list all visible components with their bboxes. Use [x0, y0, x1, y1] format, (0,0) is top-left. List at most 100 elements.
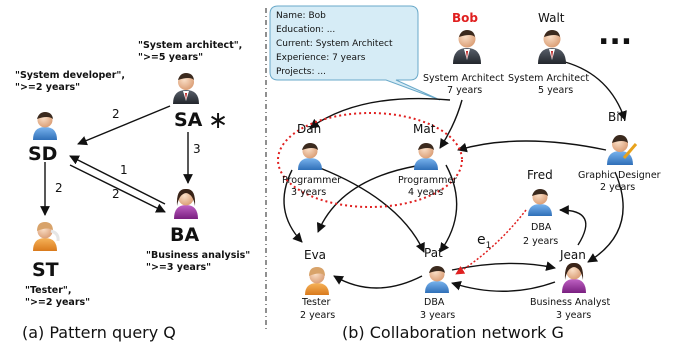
person-suit-icon	[538, 30, 566, 64]
edge-label-e1: e1	[477, 232, 491, 251]
edge-ba-sd	[69, 155, 166, 205]
person-blue-shirt-icon	[33, 112, 57, 140]
edge-bob-dan	[309, 97, 451, 129]
person-orange-shirt-icon	[305, 267, 329, 295]
node-label-ba: BA	[170, 224, 199, 246]
edge-bill-mat	[457, 140, 607, 153]
node-years-jean: 3 years	[556, 310, 591, 321]
node-role-eva: Tester	[301, 297, 331, 308]
profile-bubble: Name: Bob Education: ... Current: System…	[269, 5, 441, 101]
node-jean: Jean Business Analyst 3 years	[530, 248, 610, 321]
edge-label-ba-sd: 1	[120, 163, 128, 177]
node-role-jean: Business Analyst	[530, 297, 610, 308]
edge-sd-ba	[69, 164, 166, 213]
node-fred: Fred DBA 2 years	[523, 168, 558, 247]
node-bill: Bill Graphic Designer 2 years	[578, 110, 661, 193]
person-designer-icon	[607, 135, 638, 165]
edge-label-sa-ba: 3	[193, 142, 201, 156]
node-ba: BA "Business analysis" ">=3 years"	[146, 188, 250, 273]
node-role-mat: Programmer	[398, 175, 457, 186]
node-walt: Walt System Architect 5 years	[508, 11, 589, 96]
node-role-bob: System Architect	[423, 73, 504, 84]
node-sa: "System architect", ">=5 years" SA ∗	[138, 40, 242, 134]
node-pat: Pat DBA 3 years	[420, 246, 455, 321]
person-suit-icon	[453, 30, 481, 64]
node-name-bob: Bob	[452, 11, 478, 25]
edge-dan-pat	[319, 167, 425, 253]
edge-label-sd-st: 2	[55, 181, 63, 195]
edge-mat-eva	[316, 165, 417, 233]
node-label-st: ST	[32, 259, 59, 281]
node-name-mat: Mat	[413, 122, 436, 136]
edge-walt-bill	[564, 61, 627, 121]
edge-jean-fred	[559, 205, 587, 246]
caption-collaboration-network: (b) Collaboration network G	[342, 323, 564, 342]
req-sd-line2: ">=2 years"	[15, 82, 80, 93]
pattern-query-panel: 2 3 2 1 2 "System architect", ">=5 years…	[15, 40, 250, 342]
profile-line1: Name: Bob	[276, 11, 326, 21]
node-years-fred: 2 years	[523, 236, 558, 247]
req-sa-line2: ">=5 years"	[138, 52, 203, 63]
node-role-dan: Programmer	[282, 175, 341, 186]
node-name-eva: Eva	[304, 248, 326, 262]
profile-line2: Education: ...	[276, 25, 335, 35]
node-bob: Bob System Architect 7 years	[423, 11, 504, 96]
person-blue-shirt-icon	[298, 143, 322, 170]
edge-bob-mat	[439, 99, 463, 149]
edge-label-sa-sd: 2	[112, 107, 120, 121]
person-orange-shirt-icon	[33, 222, 60, 251]
node-st: ST "Tester", ">=2 years"	[25, 222, 90, 308]
edge-dan-eva	[283, 169, 303, 243]
person-purple-shirt-icon	[174, 188, 198, 219]
edge-mat-pat	[439, 164, 458, 253]
person-blue-shirt-icon	[425, 266, 449, 293]
node-label-sa: SA	[174, 109, 203, 131]
node-role-walt: System Architect	[508, 73, 589, 84]
profile-line3: Current: System Architect	[276, 39, 393, 49]
req-st-line2: ">=2 years"	[25, 297, 90, 308]
node-years-mat: 4 years	[408, 187, 443, 198]
node-years-walt: 5 years	[538, 85, 573, 96]
node-name-dan: Dan	[297, 122, 321, 136]
edge-pat-eva	[333, 275, 423, 289]
person-blue-shirt-icon	[528, 189, 552, 216]
req-sd-line1: "System developer",	[15, 70, 125, 81]
profile-line5: Projects: ...	[276, 67, 326, 77]
node-dan: Dan Programmer 3 years	[282, 122, 341, 198]
more-nodes-ellipsis: ...	[598, 17, 632, 52]
node-label-sd: SD	[28, 143, 57, 165]
edge-sa-sd	[77, 105, 171, 146]
req-st-line1: "Tester",	[25, 285, 72, 296]
node-years-bill: 2 years	[600, 182, 635, 193]
node-sd: "System developer", ">=2 years" SD	[15, 70, 125, 165]
pattern-edges	[40, 105, 193, 216]
node-role-pat: DBA	[424, 297, 445, 308]
node-name-pat: Pat	[424, 246, 443, 260]
node-eva: Eva Tester 2 years	[300, 248, 335, 321]
edge-label-sd-ba: 2	[112, 187, 120, 201]
node-role-fred: DBA	[531, 222, 552, 233]
edge-bill-jean	[587, 171, 624, 263]
node-years-pat: 3 years	[420, 310, 455, 321]
node-role-bill: Graphic Designer	[578, 170, 661, 181]
req-ba-line1: "Business analysis"	[146, 250, 250, 261]
node-name-bill: Bill	[608, 110, 626, 124]
node-years-eva: 2 years	[300, 310, 335, 321]
match-highlight-ellipse	[277, 112, 463, 208]
edge-jean-pat	[451, 281, 556, 292]
node-name-fred: Fred	[527, 168, 553, 182]
person-suit-icon	[173, 73, 199, 104]
star-marker: ∗	[208, 106, 228, 134]
node-name-walt: Walt	[538, 11, 565, 25]
network-edges	[283, 61, 627, 292]
node-years-dan: 3 years	[291, 187, 326, 198]
node-years-bob: 7 years	[447, 85, 482, 96]
person-blue-shirt-icon	[414, 143, 438, 170]
edge-fred-pat-highlight	[455, 209, 527, 275]
req-sa-line1: "System architect",	[138, 40, 242, 51]
req-ba-line2: ">=3 years"	[146, 262, 211, 273]
node-mat: Mat Programmer 4 years	[398, 122, 457, 198]
person-purple-shirt-icon	[562, 262, 586, 293]
profile-line4: Experience: 7 years	[276, 53, 366, 63]
